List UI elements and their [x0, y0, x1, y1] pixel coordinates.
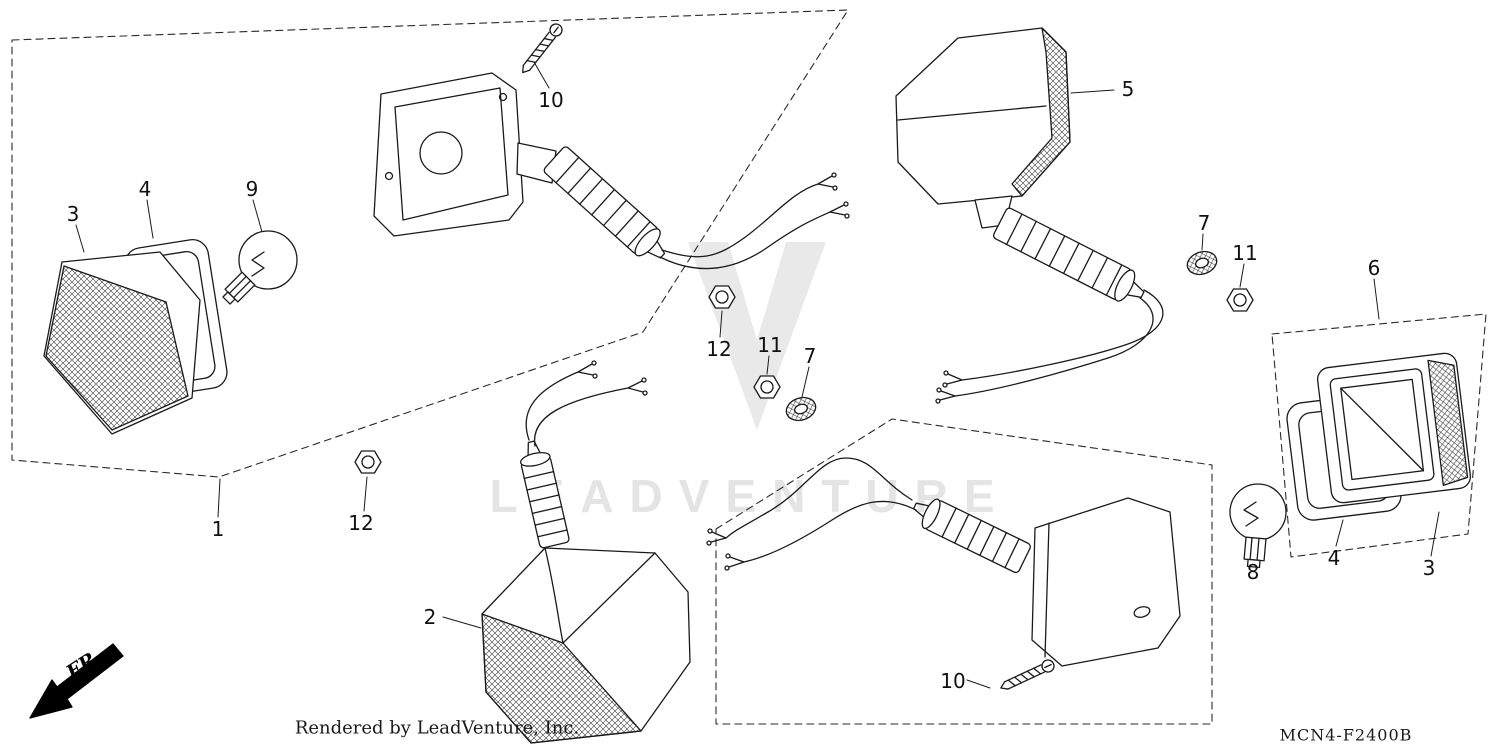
credit-text: Rendered by LeadVenture, Inc. [294, 717, 580, 739]
wire [725, 457, 913, 539]
callout-part-7b[interactable]: 7 [1197, 211, 1211, 235]
bulb-8 [1229, 483, 1287, 569]
dashed-box-assembly-1 [11, 9, 849, 478]
front-direction-arrow-icon [29, 643, 124, 719]
wire [743, 500, 917, 563]
wire [961, 289, 1164, 381]
callout-part-6[interactable]: 6 [1367, 256, 1381, 280]
dashed-boxes [11, 9, 1487, 725]
nut-11-middle [753, 375, 781, 399]
nut-12-bottom [354, 450, 382, 474]
callout-part-3b[interactable]: 3 [1422, 556, 1436, 580]
wire [533, 387, 629, 447]
callout-part-5[interactable]: 5 [1121, 77, 1135, 101]
callout-part-12[interactable]: 12 [706, 337, 732, 361]
screw-10-top [522, 23, 563, 74]
nut-11-right [1226, 288, 1254, 312]
callout-part-8[interactable]: 8 [1246, 560, 1260, 584]
callout-part-11b[interactable]: 11 [1232, 241, 1258, 265]
lens-3-right [1316, 352, 1472, 504]
callout-part-3[interactable]: 3 [66, 202, 80, 226]
callout-part-11[interactable]: 11 [757, 333, 783, 357]
dashed-box-assembly-6 [1271, 313, 1487, 558]
callout-part-10[interactable]: 10 [538, 88, 564, 112]
wire [661, 183, 819, 258]
dashed-box-assembly-rear [715, 418, 1213, 725]
diagram-code: MCN4-F2400B [1279, 725, 1413, 745]
lens-3-topleft [43, 251, 201, 435]
turn-signal-assembly-2 [481, 360, 691, 744]
callout-part-10b[interactable]: 10 [940, 669, 966, 693]
callout-part-4[interactable]: 4 [138, 177, 152, 201]
callout-part-7[interactable]: 7 [803, 344, 817, 368]
washer-7-middle [782, 393, 820, 425]
turn-signal-assembly-5 [895, 27, 1164, 404]
callout-part-4b[interactable]: 4 [1327, 546, 1341, 570]
callout-part-12b[interactable]: 12 [348, 511, 374, 535]
callout-part-9[interactable]: 9 [245, 177, 259, 201]
wire [525, 371, 579, 441]
wire [954, 297, 1154, 397]
turn-signal-assembly-rear [706, 457, 1181, 667]
callout-part-1[interactable]: 1 [211, 517, 225, 541]
wire [659, 211, 831, 270]
washer-7-right [1183, 247, 1221, 279]
callout-part-2[interactable]: 2 [423, 605, 437, 629]
bulb-9 [222, 230, 298, 305]
screw-10-bottom [1000, 659, 1055, 690]
leader-lines [75, 61, 1440, 689]
turn-signal-back-view [373, 72, 850, 270]
nut-12-top [708, 285, 736, 309]
